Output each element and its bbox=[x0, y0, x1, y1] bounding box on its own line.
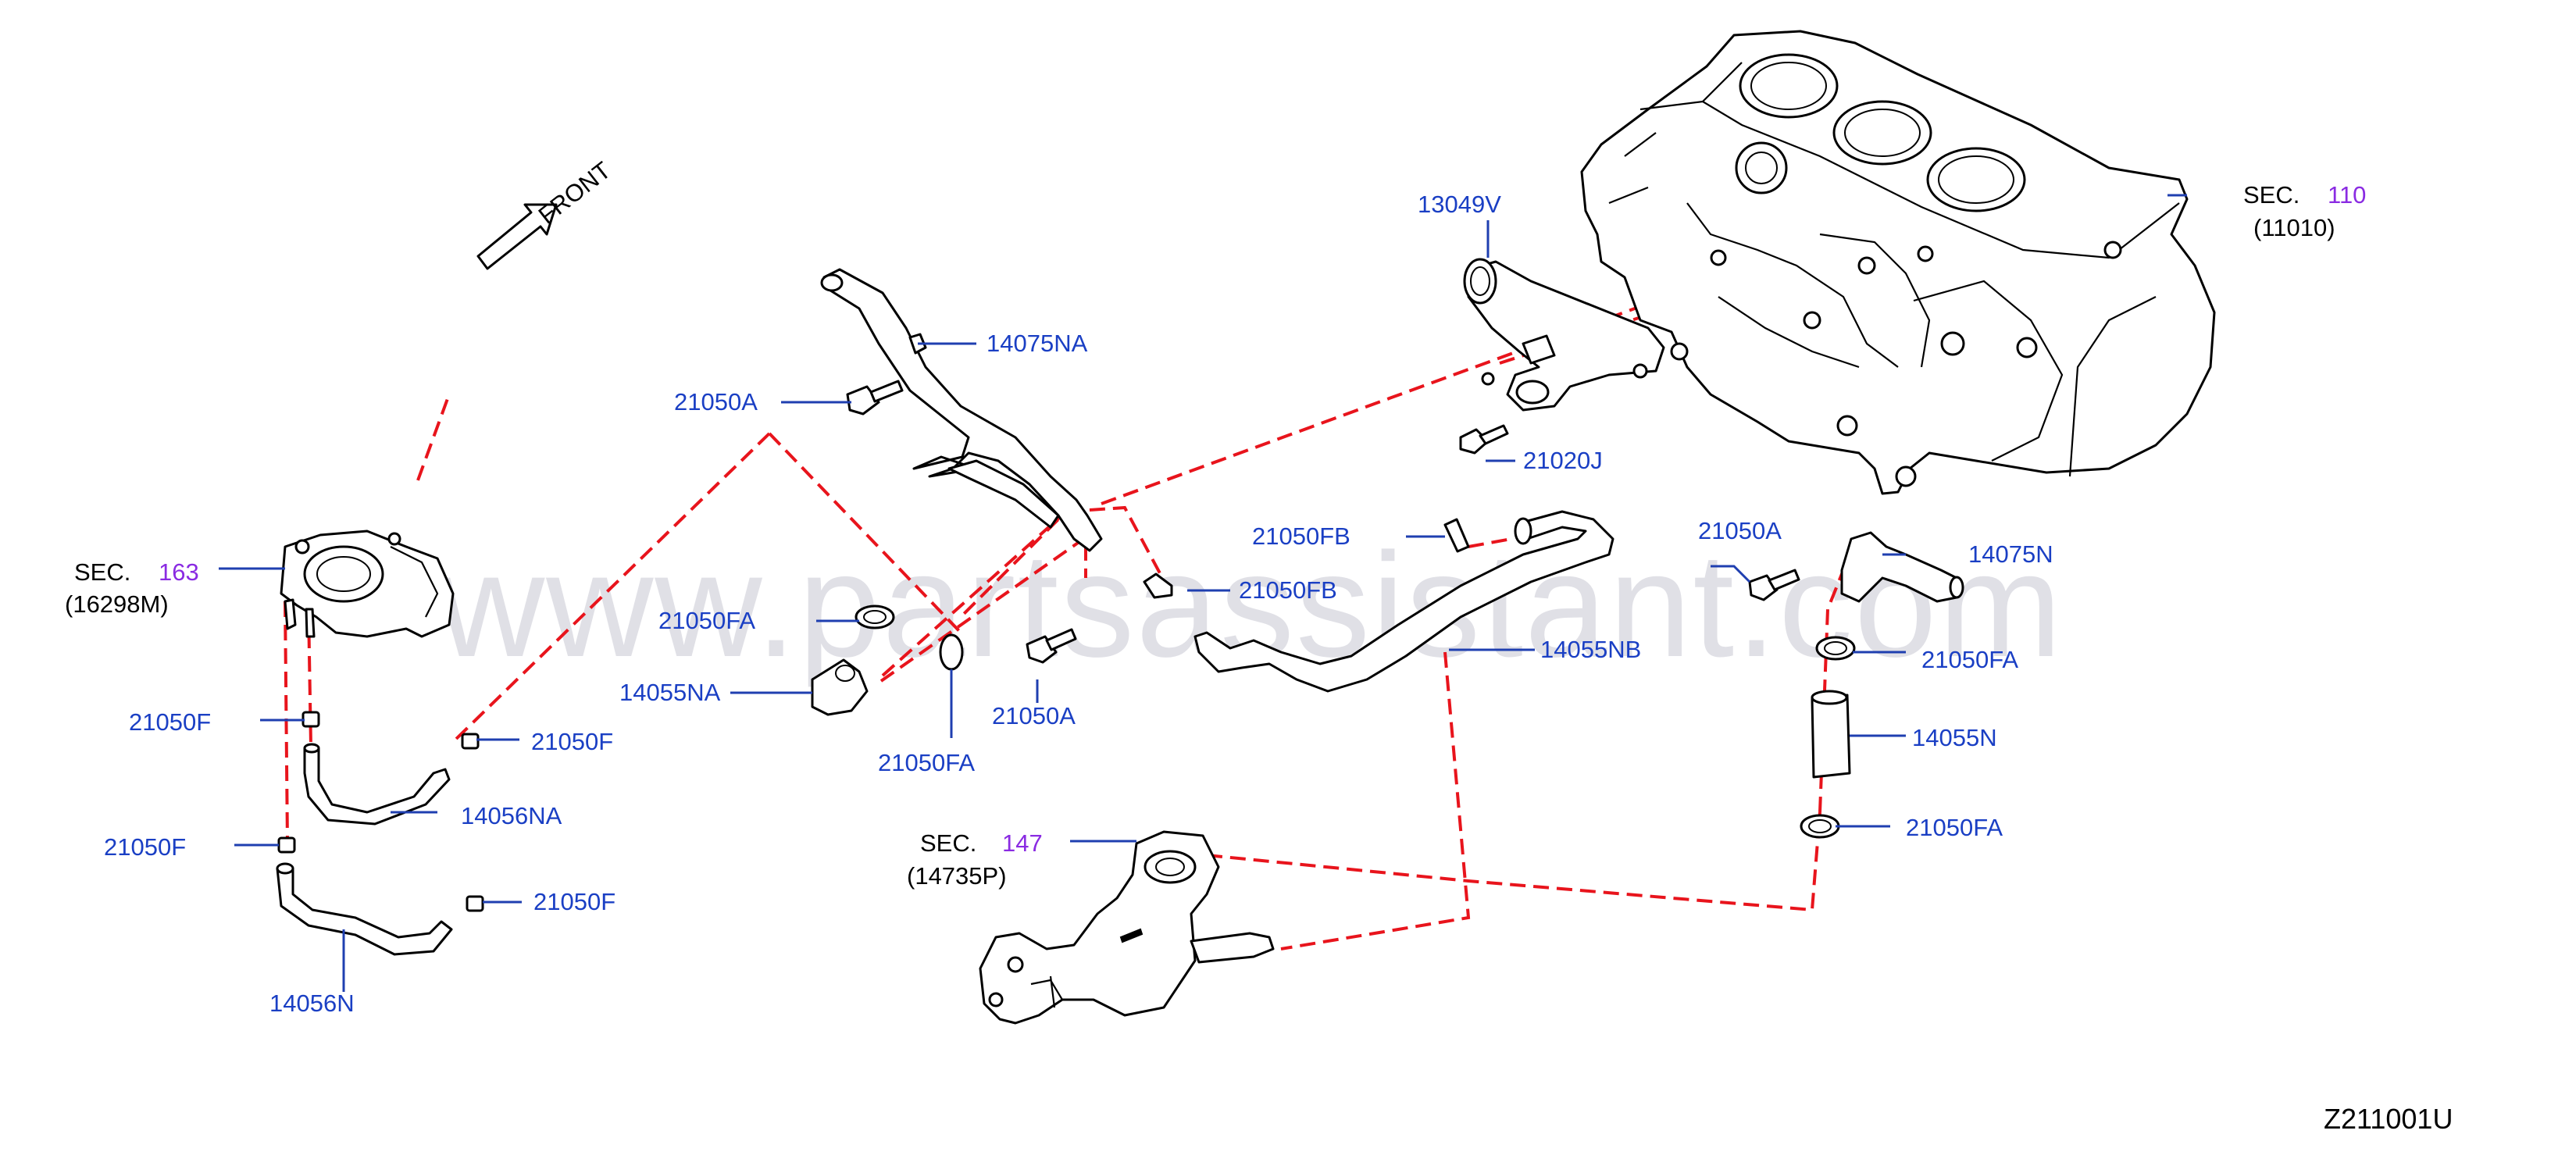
hose-14056n bbox=[276, 862, 453, 956]
clip-21050fa-b bbox=[939, 633, 964, 671]
diagram-id: Z211001U bbox=[2324, 1103, 2453, 1135]
sec-147-code: (14735P) bbox=[907, 862, 1007, 890]
part-label: 14055NB bbox=[1540, 636, 1641, 663]
clip-21050fa-right-2 bbox=[1800, 814, 1840, 839]
clip-21050f-3 bbox=[277, 836, 296, 854]
part-label: 21050FA bbox=[878, 749, 975, 776]
part-label: 21050FB bbox=[1252, 522, 1350, 550]
sec-163-prefix: SEC. bbox=[74, 558, 130, 586]
sec-110-link[interactable]: 110 bbox=[2328, 181, 2366, 209]
part-label: 21050A bbox=[674, 388, 758, 415]
clip-21050fb-lower bbox=[1143, 572, 1173, 599]
part-label: 21050FB bbox=[1239, 576, 1337, 604]
arrow-front-icon bbox=[476, 203, 558, 270]
part-label: 21020J bbox=[1523, 447, 1603, 474]
part-label: 21050FA bbox=[1906, 814, 2003, 841]
bolt-21020j bbox=[1459, 424, 1509, 455]
part-label: 14075NA bbox=[987, 330, 1088, 357]
hose-14055na bbox=[811, 658, 869, 716]
part-label: 21050F bbox=[104, 833, 186, 861]
part-label: 21050A bbox=[992, 702, 1076, 729]
bolt-21050a-lower bbox=[1026, 628, 1077, 664]
sec-110-prefix: SEC. bbox=[2243, 181, 2299, 209]
egr-cooler bbox=[979, 830, 1275, 1025]
sec-110-code: (11010) bbox=[2253, 214, 2335, 241]
clip-21050fa-right-1 bbox=[1815, 636, 1856, 661]
clip-21050fa-a bbox=[855, 604, 895, 629]
part-label: 14055N bbox=[1912, 724, 1997, 751]
part-label: 14056N bbox=[269, 990, 355, 1017]
part-label: 14056NA bbox=[461, 802, 562, 829]
bolt-21050a-upper bbox=[846, 380, 904, 415]
part-label: 14055NA bbox=[619, 679, 721, 706]
thermostat-housing bbox=[1463, 258, 1665, 412]
part-label: 21050FA bbox=[1921, 646, 2018, 673]
leader-lines bbox=[219, 194, 2187, 992]
part-label: 13049V bbox=[1418, 191, 1501, 218]
water-pipe-14075n bbox=[1840, 531, 1964, 603]
clip-21050fb-upper bbox=[1443, 518, 1470, 553]
bolt-21050a-right bbox=[1748, 569, 1800, 601]
sec-163-code: (16298M) bbox=[65, 590, 169, 618]
hose-14056na bbox=[303, 743, 451, 826]
part-label: 21050A bbox=[1698, 517, 1782, 544]
sec-147-prefix: SEC. bbox=[920, 829, 976, 857]
water-pipe-14075na bbox=[820, 268, 1103, 552]
front-label: FRONT bbox=[533, 156, 616, 229]
part-label: 21050F bbox=[533, 888, 615, 915]
clip-21050f-1 bbox=[301, 711, 320, 728]
hose-14055nb bbox=[1193, 510, 1614, 693]
part-label: 21050F bbox=[129, 708, 211, 736]
clip-21050f-4 bbox=[466, 895, 484, 912]
clip-21050f-2 bbox=[461, 733, 480, 750]
hose-14055n bbox=[1811, 690, 1851, 779]
throttle-body bbox=[280, 530, 455, 638]
part-label: 21050F bbox=[531, 728, 613, 755]
sec-163-link[interactable]: 163 bbox=[159, 558, 199, 586]
part-label: 14075N bbox=[1968, 540, 2053, 568]
part-label: 21050FA bbox=[658, 607, 755, 634]
cylinder-block bbox=[1580, 30, 2216, 495]
sec-147-link[interactable]: 147 bbox=[1002, 829, 1043, 857]
